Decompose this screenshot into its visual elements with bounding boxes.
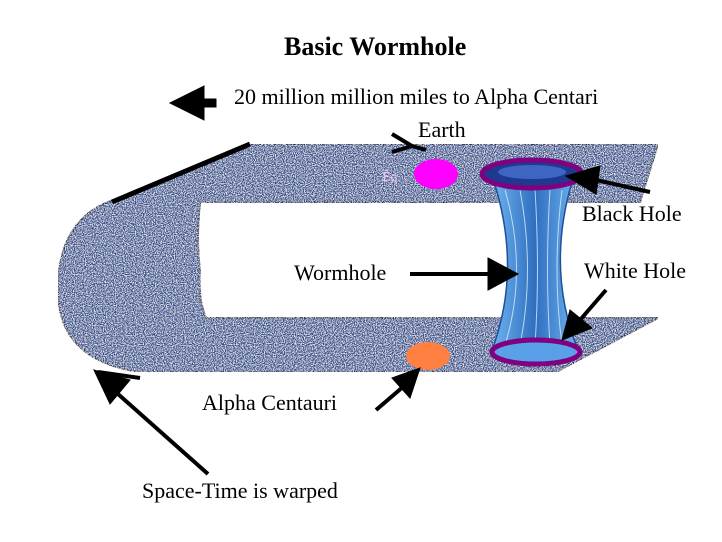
white-hole-arrow-icon bbox=[561, 288, 608, 341]
wormhole-label: Wormhole bbox=[294, 260, 387, 285]
alpha-centauri-arrow-icon bbox=[374, 367, 421, 412]
svg-text:Ẽq: Ẽq bbox=[382, 169, 398, 185]
spacetime-label: Space-Time is warped bbox=[142, 478, 338, 503]
earth-label: Earth bbox=[418, 117, 466, 142]
wormhole-throat bbox=[490, 181, 580, 351]
alpha-centauri-label: Alpha Centauri bbox=[202, 390, 338, 415]
white-hole bbox=[489, 337, 583, 367]
white-hole-label: White Hole bbox=[584, 258, 687, 283]
diagram-title: Basic Wormhole bbox=[284, 32, 467, 61]
distance-label: 20 million million miles to Alpha Centar… bbox=[234, 84, 599, 109]
spacetime-arrow-icon bbox=[93, 369, 210, 476]
black-hole-arrow-icon bbox=[564, 165, 651, 195]
alpha-centauri-dot bbox=[406, 342, 450, 370]
arrows bbox=[93, 85, 651, 476]
earth-dot bbox=[414, 159, 458, 189]
distance-arrow-icon bbox=[168, 85, 217, 121]
wormhole-arrow-icon bbox=[410, 257, 520, 291]
black-hole-label: Black Hole bbox=[582, 201, 682, 226]
